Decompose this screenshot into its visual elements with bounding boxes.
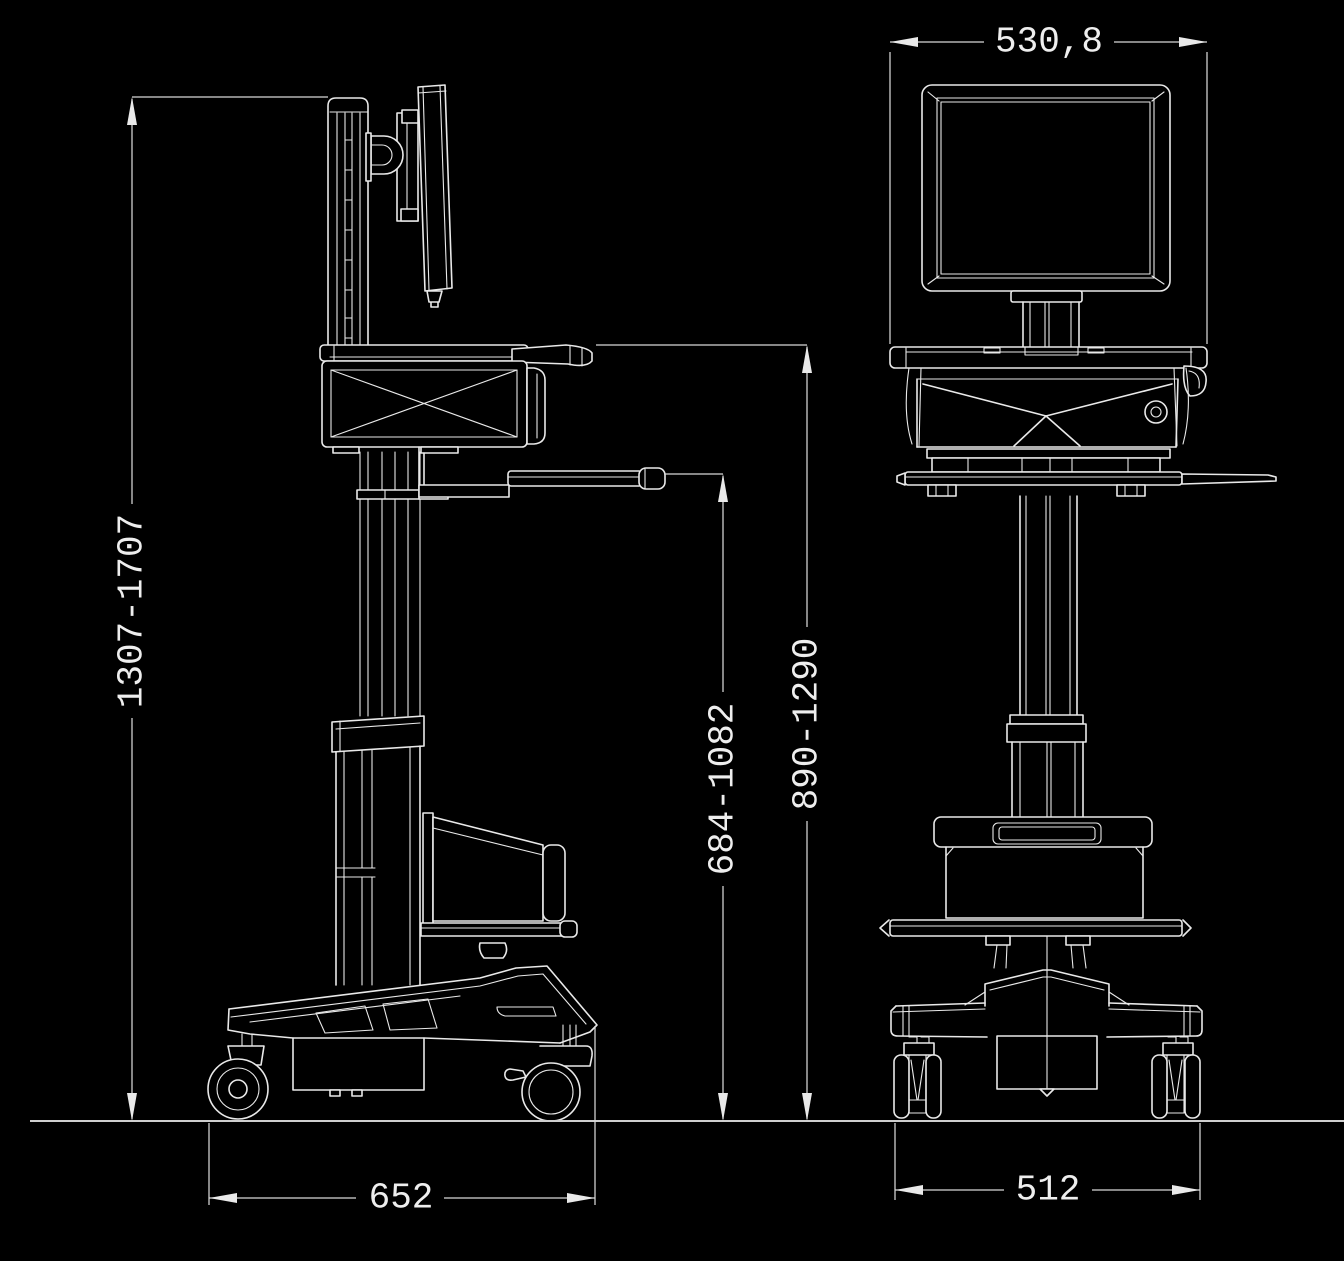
front-view	[879, 84, 1277, 1119]
front-left-caster	[893, 1036, 942, 1119]
dimension-worksurface-height-label: 890-1290	[787, 638, 828, 811]
side-drawer-cross-brace	[330, 369, 518, 438]
side-casters	[207, 1024, 593, 1122]
side-rear-caster	[504, 1024, 593, 1122]
front-lock-knob	[1144, 400, 1168, 424]
front-monitor-frame	[921, 84, 1171, 292]
front-cpu-handle-slot	[992, 822, 1102, 845]
side-monitor-slab	[417, 84, 453, 292]
front-tabletop	[889, 346, 1208, 397]
front-column	[1006, 495, 1087, 818]
side-tray-end-cap	[638, 467, 666, 490]
dimensions: 1307-1707 684-1082 890-1290 530,8	[112, 22, 1208, 1219]
front-drawer	[905, 367, 1189, 473]
dimension-tray-height: 684-1082	[664, 473, 744, 1121]
side-monitor-assembly	[365, 84, 453, 308]
front-handle-knob	[1182, 365, 1207, 397]
front-lower-shelf	[889, 919, 1183, 937]
side-brake-lever	[504, 1068, 527, 1081]
side-tray-bar	[507, 470, 643, 487]
front-monitor	[921, 84, 1171, 292]
side-cpu-box	[432, 816, 544, 922]
side-front-caster	[207, 1033, 269, 1120]
dimension-base-width-label: 512	[1016, 1170, 1081, 1211]
front-cpu-box	[879, 816, 1192, 1089]
side-column-collar	[331, 715, 425, 753]
front-casters	[893, 1036, 1201, 1119]
side-base-box	[292, 1037, 425, 1091]
dimension-top-width: 530,8	[889, 22, 1208, 344]
dimension-top-width-label: 530,8	[995, 22, 1103, 63]
dimension-overall-height: 1307-1707	[112, 96, 328, 1121]
dimension-base-width: 512	[894, 1123, 1201, 1211]
dimension-worksurface-height: 890-1290	[596, 344, 828, 1121]
front-monitor-screen	[940, 101, 1151, 275]
front-right-caster	[1151, 1036, 1201, 1119]
side-mount-hook	[367, 135, 404, 175]
dimension-overall-height-label: 1307-1707	[112, 514, 153, 708]
front-drawer-fold-lines	[922, 383, 1173, 447]
front-base	[890, 969, 1203, 1097]
front-base-wings	[895, 1002, 1198, 1007]
front-keyboard-tray	[896, 471, 1277, 497]
side-base	[227, 965, 598, 1097]
side-work-surface	[319, 344, 593, 500]
dimension-base-length: 652	[208, 1026, 596, 1219]
side-upper-column	[327, 97, 369, 346]
side-handle	[511, 344, 593, 367]
front-monitor-neck	[1010, 290, 1083, 348]
side-tabletop	[319, 344, 529, 362]
side-view	[207, 84, 666, 1122]
side-monitor-foot	[426, 290, 443, 308]
side-keyboard-tray	[418, 446, 666, 500]
dimension-base-length-label: 652	[369, 1178, 434, 1219]
side-lower-shelf	[420, 922, 574, 937]
side-cpu-holder	[420, 812, 578, 959]
front-tray-extension-rod	[1181, 473, 1277, 485]
dimension-tray-height-label: 684-1082	[703, 703, 744, 876]
side-lift-column	[331, 451, 425, 986]
